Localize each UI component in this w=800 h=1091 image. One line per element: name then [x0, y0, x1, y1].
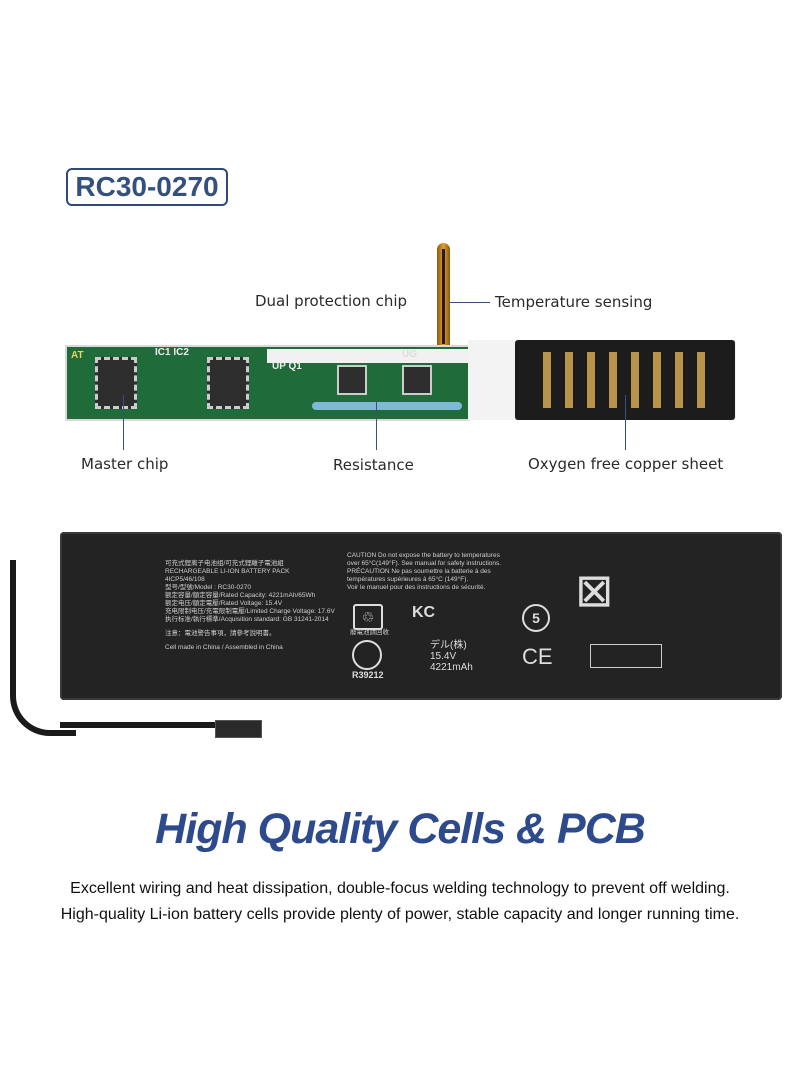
headline: High Quality Cells & PCB	[155, 805, 646, 853]
jp-line: 4221mAh	[430, 662, 473, 673]
jp-block: デル(株) 15.4V 4221mAh	[430, 640, 473, 673]
pcb-board: AT IC1 IC2 UP Q1 UG	[65, 345, 470, 421]
label-line: 执行标准/執行標準/Acquisition standard: GB 31241…	[165, 616, 329, 623]
label-line: RECHARGEABLE LI-ION BATTERY PACK	[165, 568, 290, 575]
label-line: 4ICP5/46/108	[165, 576, 205, 583]
weee-bin-icon: ⊠	[575, 564, 614, 616]
leader-line	[450, 302, 490, 303]
leader-line	[376, 402, 377, 450]
ce-mark: CE	[522, 644, 553, 669]
silk-ic: IC1 IC2	[155, 347, 189, 358]
label-line: 注意：電池警告事項，請參考說明書。	[165, 630, 276, 637]
rohs-number: 5	[522, 604, 550, 632]
label-line: 可充式鋰离子电池组/可充式鋰離子電池組	[165, 560, 284, 567]
resistor	[312, 402, 462, 410]
caution-line: PRÉCAUTION Ne pas soumettre la batterie …	[347, 568, 491, 575]
label-master-chip: Master chip	[81, 455, 169, 473]
caution-line: over 65°C(149°F). See manual for safety …	[347, 560, 502, 567]
model-badge: RC30-0270	[66, 168, 228, 206]
leader-line	[625, 395, 626, 450]
label-temperature-sensing: Temperature sensing	[495, 293, 653, 311]
cable-connector	[215, 720, 262, 738]
label-line: 充电限制电压/充電限制電壓/Limited Charge Voltage: 17…	[165, 608, 335, 615]
temperature-probe	[437, 243, 450, 348]
recycle-icon: ♲	[353, 604, 383, 630]
caution-line: CAUTION Do not expose the battery to tem…	[347, 552, 500, 559]
label-line: Cell made in China / Assembled in China	[165, 644, 283, 651]
master-chip	[95, 357, 137, 409]
cable-wire	[60, 722, 215, 728]
label-line: 型号/型號/Model : RC30-0270	[165, 584, 251, 591]
jp-line: 15.4V	[430, 651, 457, 662]
caution-line: Voir le manuel pour des instructions de …	[347, 584, 486, 591]
silk-ug: UG	[402, 349, 417, 360]
silk-upq1: UP Q1	[272, 361, 302, 372]
battery-cable	[10, 560, 76, 736]
description-line-1: Excellent wiring and heat dissipation, d…	[70, 880, 730, 897]
battery-pack: 可充式鋰离子电池组/可充式鋰離子電池組 RECHARGEABLE LI-ION …	[60, 532, 782, 700]
description-line-2: High-quality Li-ion battery cells provid…	[60, 906, 740, 923]
label-left-block: 可充式鋰离子电池组/可充式鋰離子電池組 RECHARGEABLE LI-ION …	[165, 560, 335, 652]
caution-line: températures supérieures à 65°C (149°F).	[347, 576, 469, 583]
cert-number: R39212	[352, 670, 384, 680]
label-dual-protection-chip: Dual protection chip	[255, 292, 408, 310]
silk-at: AT	[71, 350, 84, 361]
protection-chip-1	[337, 365, 367, 395]
jp-line: デル(株)	[430, 640, 467, 651]
protection-chip-2	[402, 365, 432, 395]
caution-block: CAUTION Do not expose the battery to tem…	[347, 552, 501, 592]
label-oxygen-free-copper: Oxygen free copper sheet	[528, 455, 724, 473]
label-line: 额定电压/額定電壓/Rated Voltage: 15.4V	[165, 600, 283, 607]
pcb-white-strip	[267, 349, 470, 363]
kc-mark: KC	[412, 604, 436, 621]
recycle-caption: 廢電池請回收	[350, 629, 389, 636]
leader-line	[123, 395, 124, 450]
ic2-chip	[207, 357, 249, 409]
blank-label-box	[590, 644, 662, 668]
label-resistance: Resistance	[333, 456, 414, 474]
label-line: 额定容量/額定容量/Rated Capacity: 4221mAh/65Wh	[165, 592, 316, 599]
bsmi-icon	[352, 640, 382, 670]
